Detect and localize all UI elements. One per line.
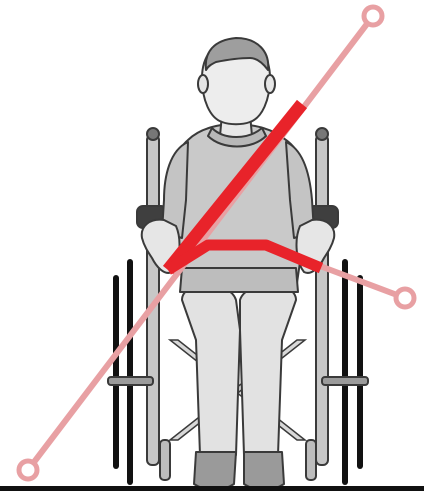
side-anchor-icon <box>396 289 414 307</box>
left-shoe <box>194 452 236 490</box>
lower-anchor-icon <box>19 461 37 479</box>
waistband <box>180 268 298 292</box>
floor-line <box>0 486 424 491</box>
rear-wheel-left <box>116 262 130 482</box>
rear-wheel-right <box>345 262 360 482</box>
right-ear <box>265 75 275 93</box>
right-shoe <box>244 452 284 490</box>
upper-anchor-icon <box>364 7 382 25</box>
left-ear <box>198 75 208 93</box>
caster <box>160 440 316 480</box>
